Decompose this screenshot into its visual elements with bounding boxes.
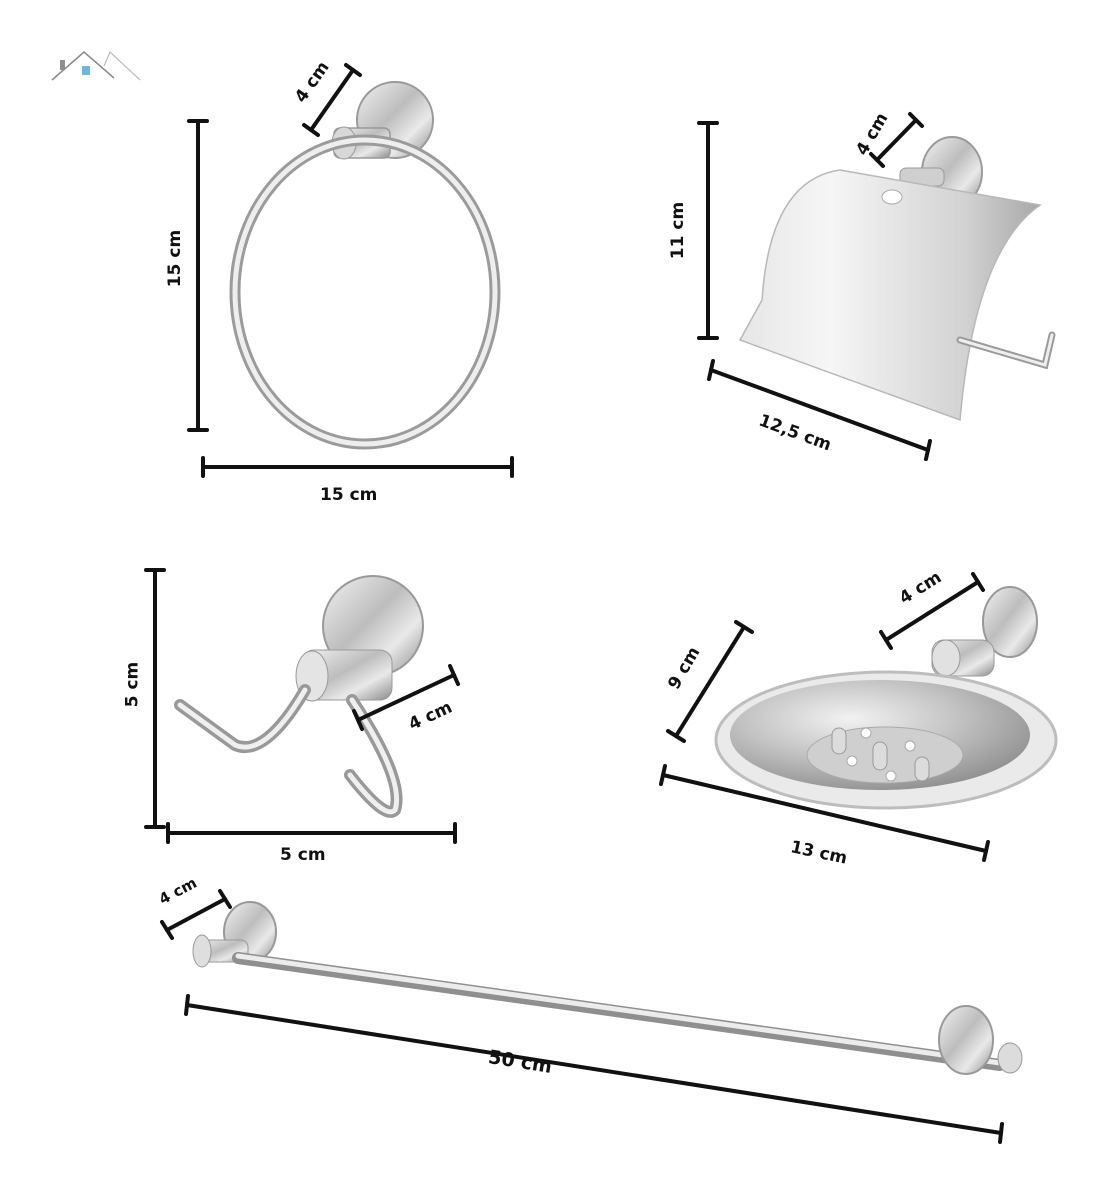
towel-ring-dimension-lines: [187, 63, 514, 478]
toilet-paper-holder-product: [738, 136, 1056, 422]
soap-dish-dimension-lines: [659, 572, 990, 862]
soap-dish-product: [714, 586, 1058, 810]
towel-ring-width-label: 15 cm: [320, 485, 378, 505]
house-roof-logo-icon: [51, 50, 141, 81]
toilet-paper-holder-height-label: 11 cm: [668, 201, 689, 260]
towel-ring-product: [229, 81, 501, 450]
double-hook-height-label: 5 cm: [122, 661, 143, 708]
towel-bar-dimension-lines: [160, 889, 1004, 1144]
towel-bar-product: [192, 901, 1023, 1075]
towel-ring-height-label: 15 cm: [165, 229, 186, 288]
double-hook-width-label: 5 cm: [280, 845, 326, 865]
double-hook-product: [174, 575, 424, 818]
double-hook-dimension-lines: [144, 568, 460, 844]
toilet-paper-holder-dimension-lines: [697, 112, 932, 461]
